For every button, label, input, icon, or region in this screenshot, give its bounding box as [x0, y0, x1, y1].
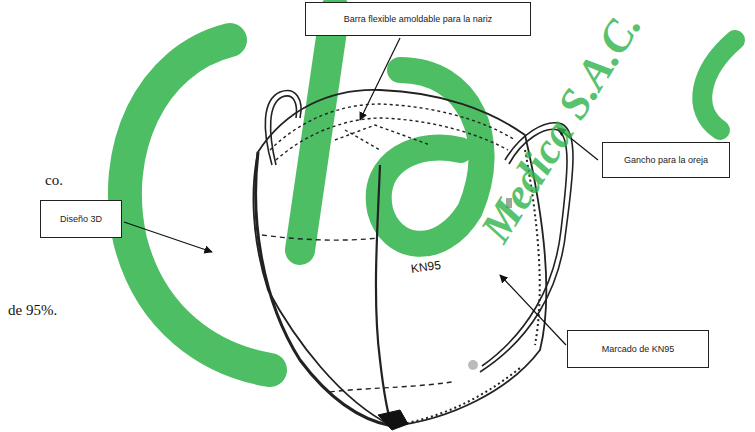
callout-box: Marcado de KN95: [567, 330, 709, 368]
callout-box: Diseño 3D: [40, 200, 122, 238]
callout-box: Barra flexible amoldable para la nariz: [305, 2, 531, 36]
watermark-shapes: [125, 10, 735, 370]
cropped-text: co.: [45, 172, 63, 189]
callout-text: Marcado de KN95: [602, 344, 675, 355]
callout-text: Diseño 3D: [60, 214, 102, 225]
mask-marking: KN95: [410, 258, 442, 276]
callout-text: Barra flexible amoldable para la nariz: [344, 14, 493, 25]
cropped-text: de 95%.: [8, 302, 57, 319]
mask-body: [253, 90, 546, 430]
callout-box: Gancho para la oreja: [602, 142, 730, 178]
watermark: Medica S.A.C.: [470, 2, 652, 251]
callout-text: Gancho para la oreja: [624, 155, 708, 166]
